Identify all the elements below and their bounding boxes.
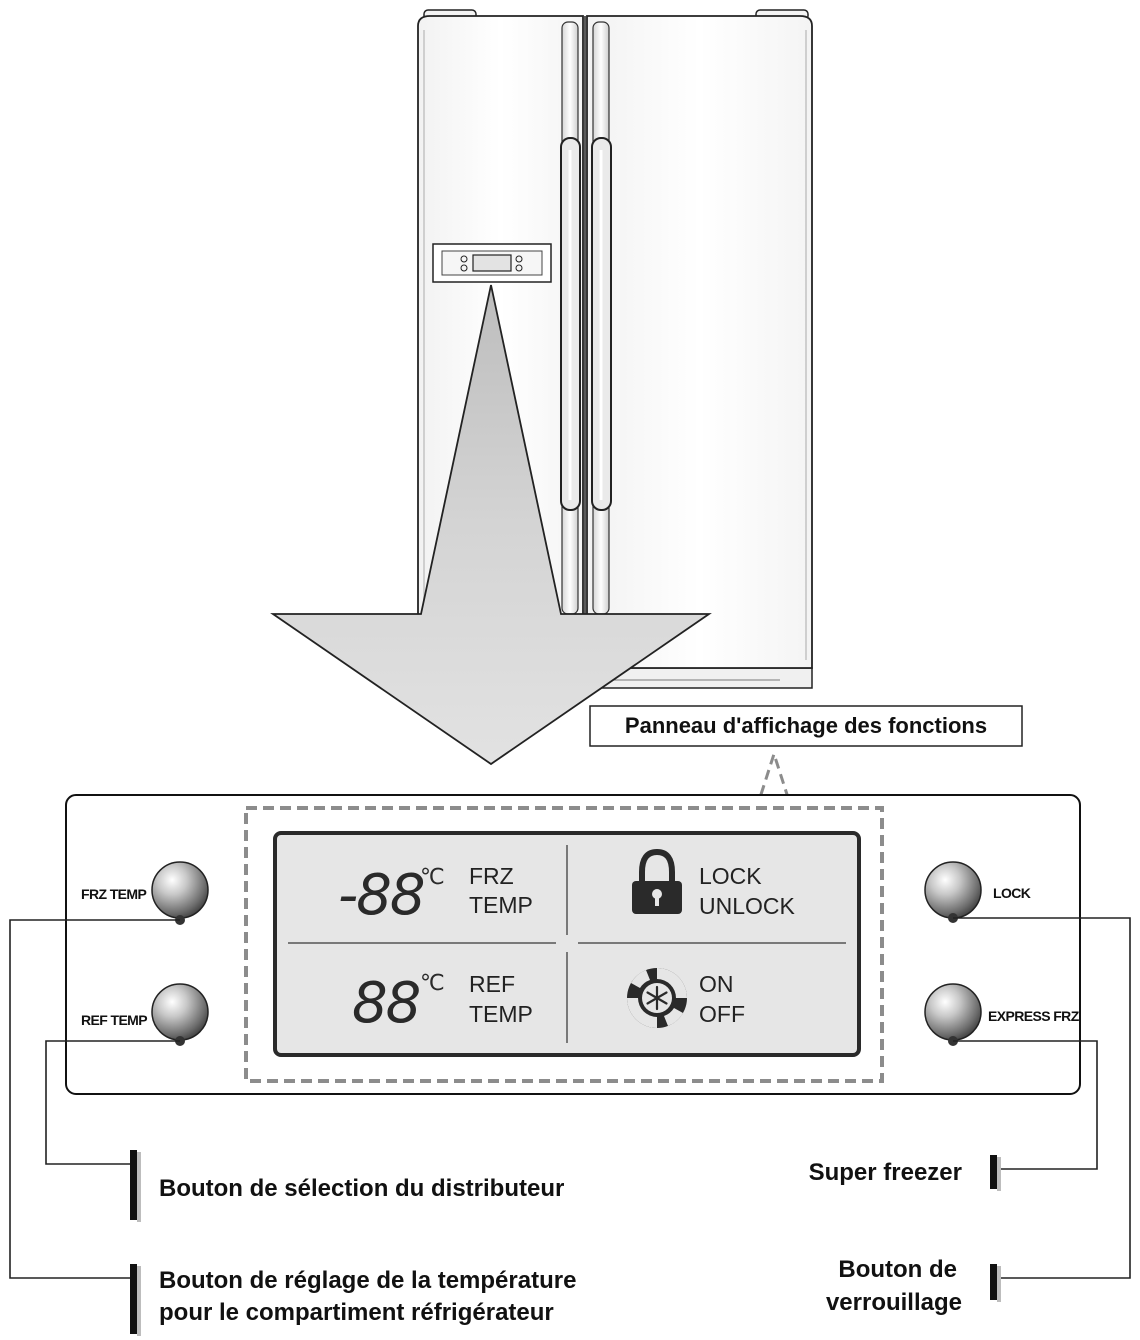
dispenser-callout: Bouton de sélection du distributeur — [159, 1175, 564, 1202]
callout-bars — [130, 1150, 1001, 1336]
lock-label-line1: LOCK — [699, 863, 762, 889]
express-frz-label: EXPRESS FRZ — [988, 1008, 1080, 1024]
frz-label-line1: FRZ — [469, 863, 514, 889]
lock-callout-line2: verrouillage — [826, 1289, 962, 1316]
title-pointer — [754, 749, 794, 811]
leader-lines — [9, 917, 1131, 1279]
lock-callout-line1: Bouton de — [838, 1256, 957, 1283]
ref-digits: 88 — [352, 971, 420, 1036]
display-title: Panneau d'affichage des fonctions — [625, 713, 987, 738]
ref-label-line2: TEMP — [469, 1001, 533, 1027]
fridge-door — [586, 15, 813, 669]
frz-degree: ℃ — [420, 865, 445, 890]
zoom-arrow — [270, 284, 712, 766]
lcd-display: -88 ℃ FRZ TEMP LOCK UNLOCK 88 ℃ REF TEMP — [273, 831, 861, 1057]
lock-label-line2: UNLOCK — [699, 893, 796, 919]
frz-temp-label: FRZ TEMP — [81, 886, 146, 902]
ref-temp-label: REF TEMP — [81, 1012, 147, 1028]
lock-label: LOCK — [993, 885, 1031, 901]
ref-degree: ℃ — [420, 971, 445, 996]
onoff-label-line2: OFF — [699, 1001, 745, 1027]
padlock-icon — [632, 848, 682, 914]
ref-label-line1: REF — [469, 971, 515, 997]
frz-digits: -88 — [338, 863, 424, 928]
super-freezer-callout: Super freezer — [809, 1159, 962, 1186]
display-highlight-frame — [244, 806, 884, 1083]
onoff-label-line1: ON — [699, 971, 734, 997]
frz-label-line2: TEMP — [469, 892, 533, 918]
snowflake-swirl-icon — [627, 968, 687, 1028]
temp-callout-line1: Bouton de réglage de la température — [159, 1267, 576, 1294]
frz-temp-button[interactable] — [151, 861, 209, 925]
display-title-box: Panneau d'affichage des fonctions — [589, 705, 1023, 747]
temp-callout-line2: pour le compartiment réfrigérateur — [159, 1299, 554, 1326]
ref-temp-button[interactable] — [151, 983, 209, 1046]
